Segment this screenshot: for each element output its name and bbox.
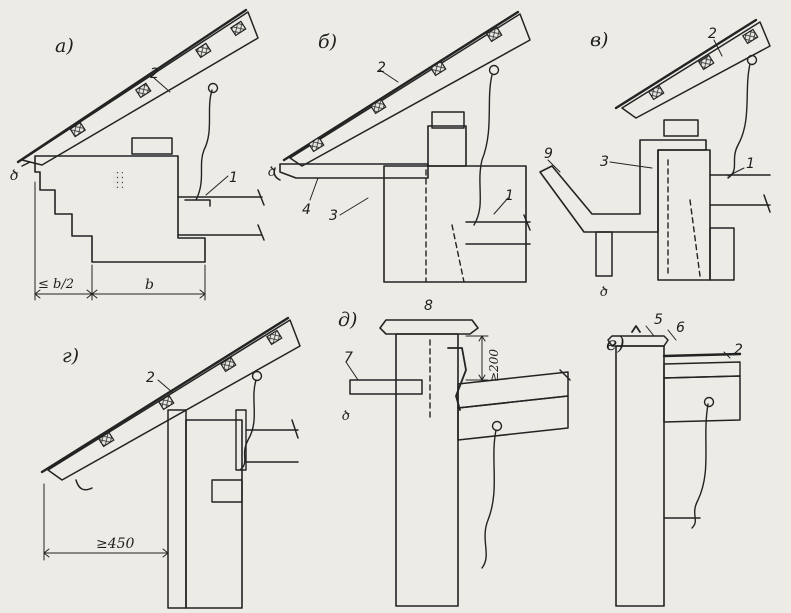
panel-d-dim-200: ≥200	[487, 349, 501, 382]
panel-v-downpipe	[595, 231, 613, 277]
panel-v-callout-1: 1	[746, 156, 755, 172]
panel-b-roofing	[282, 10, 520, 162]
panel-v-letter: в)	[590, 29, 608, 51]
panel-a-letter: а)	[55, 35, 74, 57]
panel-a-wall-plate	[131, 137, 173, 155]
panel-g-dim-450: ≥450	[96, 536, 135, 552]
panel-g-roofing	[40, 316, 290, 474]
panel-b-callout-2: 2	[377, 60, 386, 76]
panel-d-glyph: ծ	[342, 409, 350, 424]
panel-g: г) 2 ≥450	[40, 316, 301, 609]
panel-e-roof-deck	[663, 375, 741, 423]
panel-v-callout-9: 9	[544, 146, 553, 162]
panel-d-callout-7: 7	[344, 350, 353, 366]
panel-a-callout-2: 2	[150, 66, 159, 82]
panel-d-wire-tie	[481, 429, 497, 569]
panel-a-dim-half: ≤ b/2	[38, 277, 74, 292]
panel-g-letter: г)	[62, 345, 79, 367]
panel-v-masonry	[657, 149, 711, 281]
panel-g-masonry	[185, 419, 243, 609]
panel-v-roofing	[614, 18, 758, 110]
panel-b-glyph: ծ	[268, 165, 276, 180]
panel-b-wire-tie	[473, 74, 493, 226]
panel-a-roofing	[16, 8, 248, 164]
panel-v-callout-2: 2	[708, 26, 717, 42]
panel-d-drain	[349, 379, 423, 395]
panel-v-glyph: ծ	[600, 285, 608, 300]
panel-a-masonry	[34, 155, 206, 263]
panel-a-dim-b: b	[145, 277, 154, 293]
panel-v-rafter	[621, 21, 771, 119]
panel-g-rafter	[47, 319, 301, 481]
panel-g-insulation	[167, 409, 187, 609]
panel-b: б) 2 1 3 4 ծ	[268, 10, 531, 283]
panel-a-glyph: ծ	[10, 168, 19, 184]
panel-b-callout-4: 4	[302, 202, 311, 218]
panel-d-coping	[379, 319, 479, 335]
panel-e-callout-6: 6	[676, 320, 685, 336]
panel-d-roof-deck	[457, 395, 569, 441]
panel-d: д) 8 7 ≥200 ծ	[338, 298, 571, 607]
panel-e-wire-tie	[691, 403, 709, 529]
panel-v-callout-3: 3	[600, 154, 609, 170]
panel-d-callout-8: 8	[424, 298, 433, 314]
panel-g-wire-tie	[239, 379, 257, 471]
panel-e-callout-2: 2	[734, 342, 743, 358]
panel-a: а) 2 1 ծ ≤ b/2 b	[10, 8, 265, 301]
panel-d-parapet-masonry	[395, 333, 459, 607]
panel-b-letter: б)	[318, 31, 337, 53]
panel-v-wire-tie	[727, 63, 751, 179]
panel-b-callout-1: 1	[505, 188, 514, 204]
panel-b-masonry	[383, 165, 527, 283]
panel-g-callout-2: 2	[146, 370, 155, 386]
panel-b-cornice-slab	[279, 163, 429, 179]
panel-d-letter: д)	[338, 309, 357, 331]
panel-e-parapet-masonry	[615, 345, 665, 607]
panel-a-wire-tie	[195, 89, 213, 201]
panel-e: е) 5 6 2	[606, 312, 743, 607]
panel-v: в) 2 9 3 1 ծ	[539, 18, 771, 300]
panel-b-callout-3: 3	[329, 208, 338, 224]
panel-e-callout-5: 5	[654, 312, 663, 328]
panel-e-coping	[607, 335, 669, 347]
panel-a-callout-1: 1	[229, 170, 238, 186]
panel-v-gutter-slab	[539, 139, 707, 233]
panel-e-letter: е)	[606, 333, 625, 355]
